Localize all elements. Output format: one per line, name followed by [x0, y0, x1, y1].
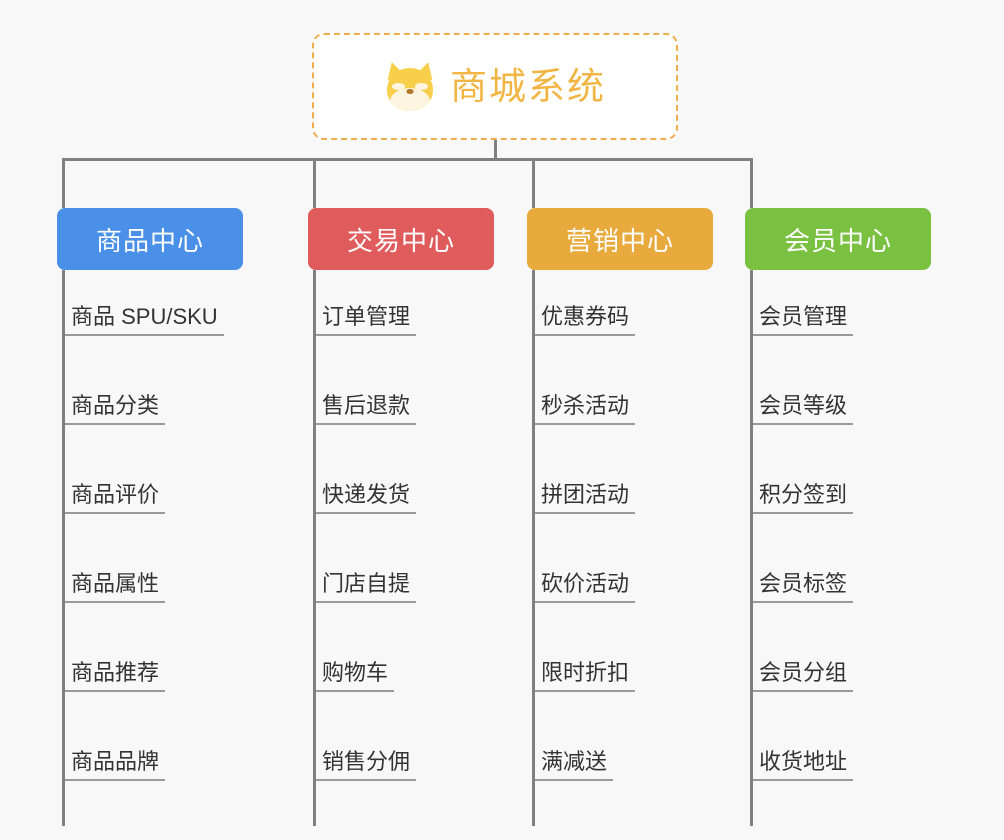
root-stem	[494, 140, 497, 161]
leaf-item[interactable]: 快递发货	[316, 425, 417, 514]
leaf-item-label: 商品属性	[71, 570, 160, 596]
root-node[interactable]: 商城系统	[312, 33, 678, 140]
category-box-4[interactable]: 会员中心	[745, 208, 931, 270]
leaf-item[interactable]: 限时折扣	[535, 603, 636, 692]
branch-spine	[532, 270, 535, 826]
leaf-item[interactable]: 拼团活动	[535, 425, 636, 514]
leaf-item-label: 优惠券码	[541, 303, 630, 329]
category-box-2[interactable]: 交易中心	[308, 208, 494, 270]
leaf-item-label: 收货地址	[759, 748, 848, 774]
branch-spine	[750, 270, 753, 826]
connector-drop-4	[750, 158, 753, 208]
leaf-item[interactable]: 砍价活动	[535, 514, 636, 603]
leaf-item-label: 商品评价	[71, 481, 160, 507]
leaf-item-label: 会员标签	[759, 570, 848, 596]
leaf-item[interactable]: 会员管理	[753, 247, 854, 336]
leaf-item[interactable]: 会员标签	[753, 514, 854, 603]
leaf-item-label: 满减送	[541, 748, 608, 774]
root-title: 商城系统	[450, 66, 606, 107]
leaf-item-label: 订单管理	[322, 303, 411, 329]
leaf-item[interactable]: 购物车	[316, 603, 395, 692]
connector-drop-2	[313, 158, 316, 208]
leaf-item[interactable]: 商品评价	[65, 425, 166, 514]
leaf-item-label: 积分签到	[759, 481, 848, 507]
leaf-item[interactable]: 收货地址	[753, 692, 854, 781]
leaf-item-label: 会员管理	[759, 303, 848, 329]
leaf-item-label: 售后退款	[322, 392, 411, 418]
leaf-item-label: 商品分类	[71, 392, 160, 418]
leaf-item-label: 销售分佣	[322, 748, 411, 774]
leaf-item[interactable]: 满减送	[535, 692, 614, 781]
leaf-item-label: 拼团活动	[541, 481, 630, 507]
category-box-3[interactable]: 营销中心	[527, 208, 713, 270]
leaf-item-label: 商品推荐	[71, 659, 160, 685]
leaf-item-label: 快递发货	[322, 481, 411, 507]
leaf-item[interactable]: 商品品牌	[65, 692, 166, 781]
leaf-item[interactable]: 会员等级	[753, 336, 854, 425]
leaf-item[interactable]: 售后退款	[316, 336, 417, 425]
leaf-item-label: 购物车	[322, 659, 389, 685]
connector-drop-3	[532, 158, 535, 208]
leaf-item-label: 门店自提	[322, 570, 411, 596]
leaf-item[interactable]: 商品分类	[65, 336, 166, 425]
leaf-item[interactable]: 商品属性	[65, 514, 166, 603]
category-label: 商品中心	[95, 225, 204, 256]
leaf-item-label: 商品品牌	[71, 748, 160, 774]
category-label: 营销中心	[565, 225, 674, 256]
leaf-item[interactable]: 优惠券码	[535, 247, 636, 336]
leaf-item[interactable]: 门店自提	[316, 514, 417, 603]
leaf-item[interactable]: 商品推荐	[65, 603, 166, 692]
connector-drop-1	[62, 158, 65, 208]
leaf-item-label: 会员分组	[759, 659, 848, 685]
leaf-item-label: 限时折扣	[541, 659, 630, 685]
leaf-item[interactable]: 秒杀活动	[535, 336, 636, 425]
leaf-item-label: 商品 SPU/SKU	[71, 303, 218, 329]
leaf-item[interactable]: 销售分佣	[316, 692, 417, 781]
category-label: 会员中心	[783, 225, 892, 256]
category-label: 交易中心	[346, 225, 455, 256]
leaf-item[interactable]: 积分签到	[753, 425, 854, 514]
branch-spine	[62, 270, 65, 826]
leaf-item[interactable]: 会员分组	[753, 603, 854, 692]
connector-bus	[62, 158, 753, 161]
branch-spine	[313, 270, 316, 826]
leaf-item-label: 会员等级	[759, 392, 848, 418]
leaf-item[interactable]: 订单管理	[316, 247, 417, 336]
shiba-inu-dog-icon	[383, 59, 437, 112]
leaf-item[interactable]: 商品 SPU/SKU	[65, 247, 224, 336]
leaf-item-label: 砍价活动	[541, 570, 630, 596]
leaf-item-label: 秒杀活动	[541, 392, 630, 418]
category-box-1[interactable]: 商品中心	[57, 208, 243, 270]
